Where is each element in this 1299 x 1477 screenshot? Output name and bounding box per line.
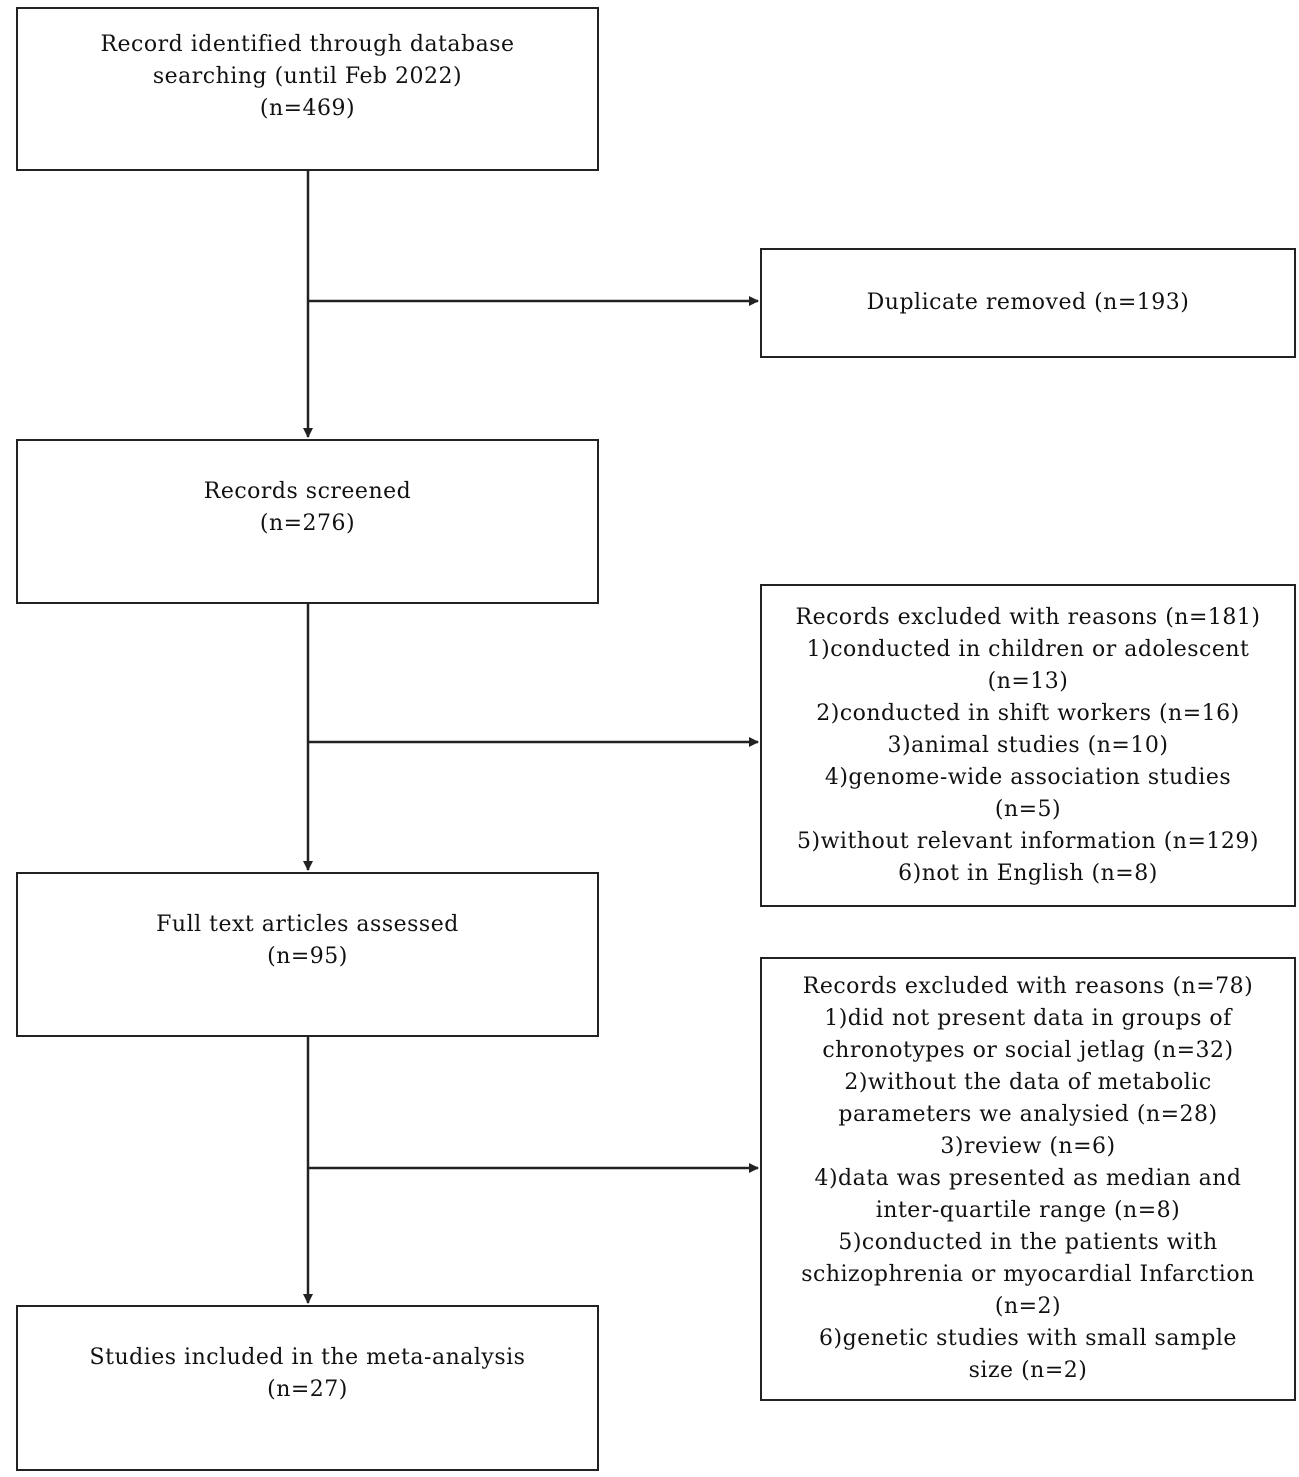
box-text-line: parameters we analysied (n=28) [838, 1102, 1218, 1127]
box-text-line: Duplicate removed (n=193) [866, 290, 1190, 315]
box-text-line: Records excluded with reasons (n=181) [795, 604, 1261, 630]
box-text-line: 5)conducted in the patients with [838, 1230, 1218, 1255]
box-text-line: 4)data was presented as median and [814, 1166, 1242, 1191]
box-text-line: Record identified through database [100, 32, 515, 57]
box-text-line: 4)genome-wide association studies [824, 764, 1232, 790]
records-identified-box: Record identified through database search… [16, 7, 599, 171]
full-text-exclusions-box: Records excluded with reasons (n=78) 1)di… [760, 957, 1296, 1401]
box-text-line: inter-quartile range (n=8) [875, 1198, 1181, 1223]
box-text-line: 1)did not present data in groups of [824, 1006, 1232, 1031]
box-text-line: 2)without the data of metabolic [844, 1070, 1212, 1095]
box-text-line: (n=2) [994, 1294, 1062, 1319]
box-text-line: 6)not in English (n=8) [898, 860, 1158, 886]
box-text-line: (n=469) [259, 96, 356, 121]
box-text-line: Studies included in the meta-analysis [89, 1345, 526, 1370]
box-text-line: Records screened [203, 478, 412, 504]
box-text-line: chronotypes or social jetlag (n=32) [822, 1038, 1234, 1063]
studies-included-box: Studies included in the meta-analysis (n=… [16, 1305, 599, 1471]
box-text-line: size (n=2) [968, 1358, 1088, 1383]
box-text-line: schizophrenia or myocardial Infarction [801, 1262, 1255, 1287]
box-text-line: 1)conducted in children or adolescent [806, 636, 1250, 662]
box-text-line: 3)review (n=6) [940, 1134, 1116, 1159]
screening-exclusions-box: Records excluded with reasons (n=181) 1)c… [760, 584, 1296, 907]
duplicates-removed-box: Duplicate removed (n=193) [760, 248, 1296, 358]
box-text-line: (n=276) [259, 510, 356, 536]
box-text-line: Full text articles assessed [156, 911, 459, 937]
box-text-line: 2)conducted in shift workers (n=16) [816, 700, 1240, 726]
box-text-line: 3)animal studies (n=10) [887, 732, 1169, 758]
box-text-line: (n=27) [267, 1377, 348, 1402]
box-text-line: 6)genetic studies with small sample [819, 1326, 1237, 1351]
box-text-line: (n=5) [994, 796, 1062, 822]
box-text-line: 5)without relevant information (n=129) [797, 828, 1259, 854]
box-text-line: (n=95) [267, 943, 348, 969]
box-text-line: (n=13) [987, 668, 1069, 694]
box-text-line: Records excluded with reasons (n=78) [802, 974, 1254, 999]
full-text-assessed-box: Full text articles assessed (n=95) [16, 872, 599, 1037]
box-text-line: searching (until Feb 2022) [152, 64, 463, 89]
records-screened-box: Records screened (n=276) [16, 439, 599, 604]
